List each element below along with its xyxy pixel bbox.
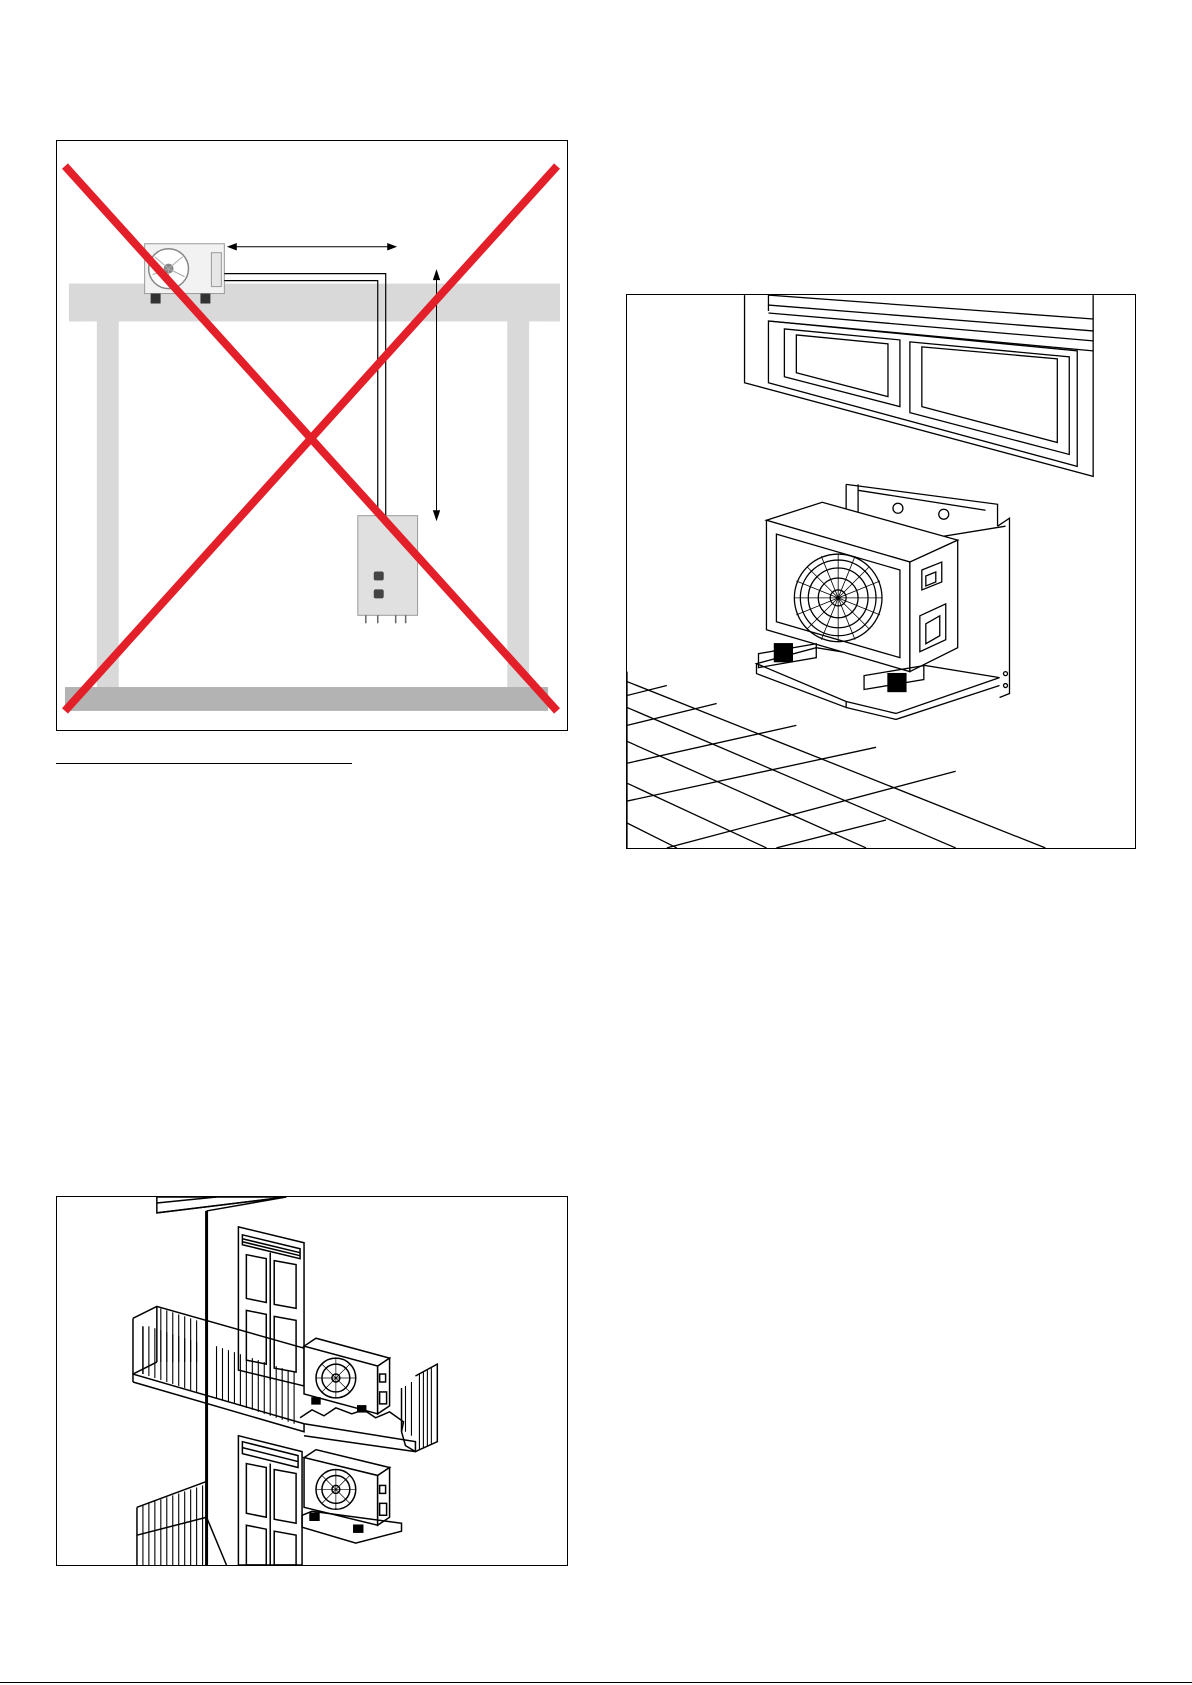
figure-incorrect-installation	[56, 140, 568, 731]
divider-line	[56, 763, 352, 764]
balcony-installation-illustration	[57, 1197, 567, 1565]
outdoor-unit-icon	[302, 1450, 401, 1543]
lower-balcony-railing	[137, 1481, 227, 1565]
upper-balcony-railing	[133, 1306, 437, 1451]
outdoor-unit-icon	[766, 502, 957, 671]
floor	[65, 687, 548, 711]
floor-tiles	[627, 672, 1045, 848]
upper-door	[238, 1227, 304, 1386]
figure-wall-bracket-installation	[626, 294, 1136, 849]
incorrect-cross-icon	[65, 166, 557, 711]
incorrect-installation-illustration	[57, 141, 567, 730]
footer-rule	[0, 1682, 1192, 1683]
outdoor-unit-icon	[304, 1338, 390, 1414]
wall-bracket-illustration	[627, 295, 1135, 848]
horizontal-distance-arrow-icon	[228, 244, 395, 250]
indoor-unit-icon	[358, 516, 418, 624]
lower-door	[238, 1436, 302, 1565]
figure-balcony-installation	[56, 1196, 568, 1566]
window-shutter	[745, 295, 1094, 476]
